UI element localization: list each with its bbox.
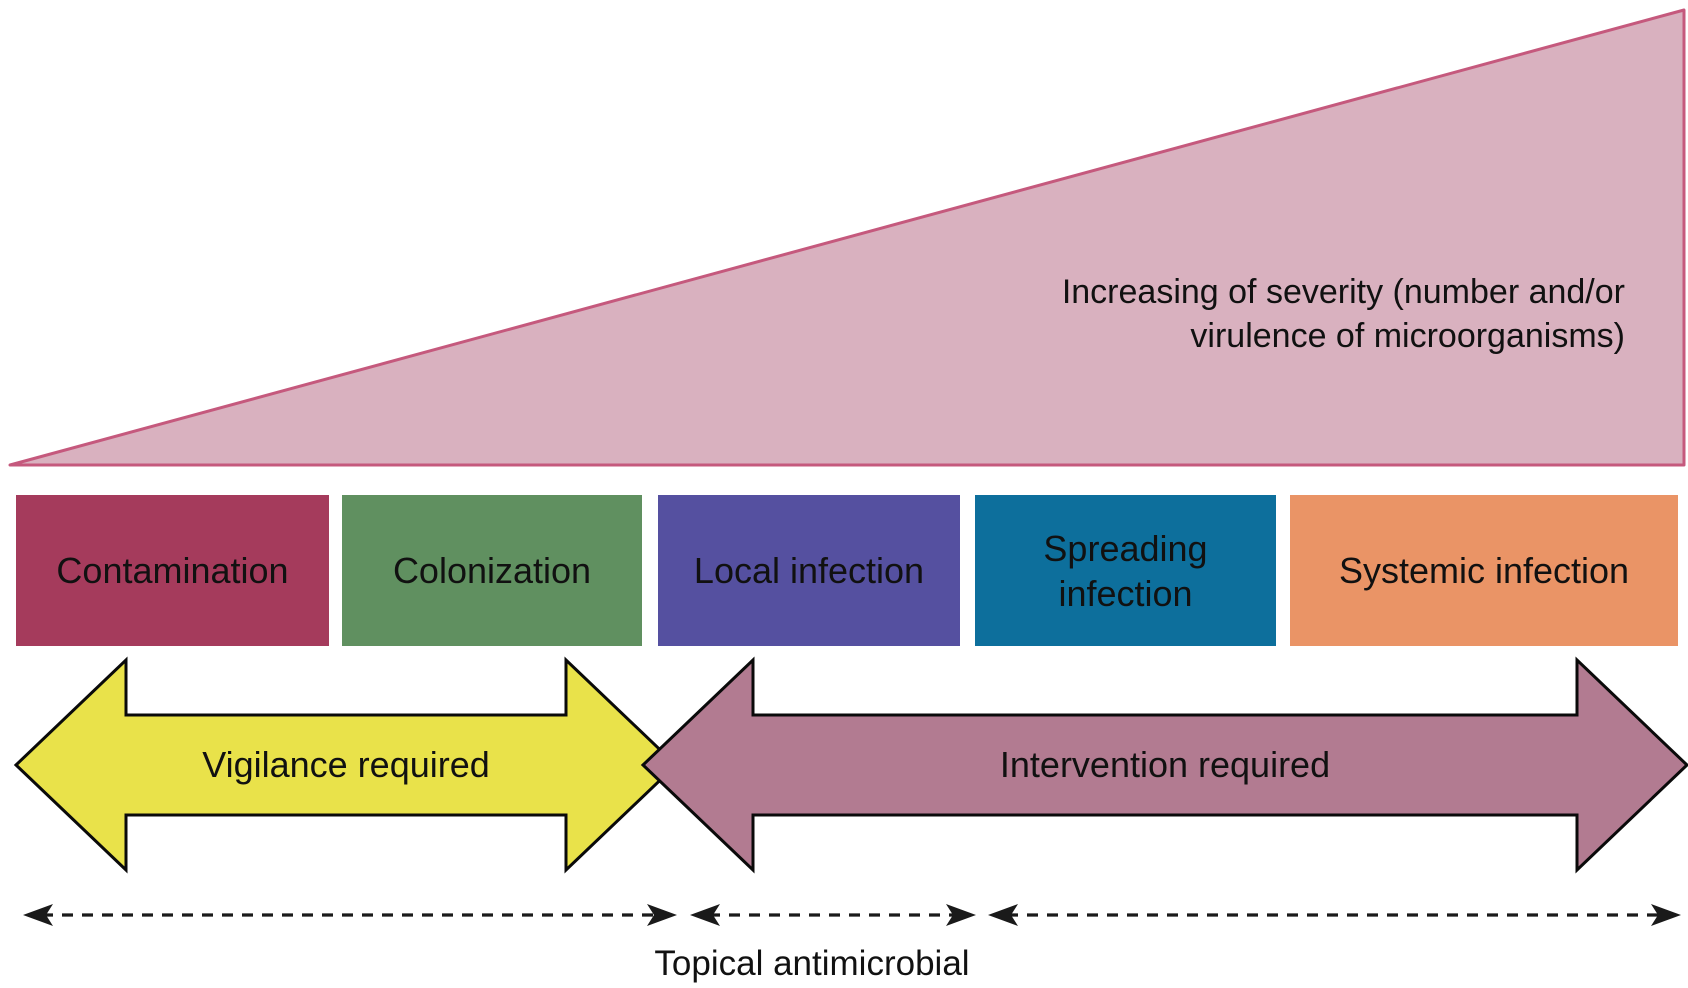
- stage-label: Systemic infection: [1338, 550, 1630, 591]
- stage-box-spreading-infection: Spreading infection: [975, 495, 1276, 646]
- stage-label: Colonization: [392, 550, 592, 591]
- stage-box-contamination: Contamination: [16, 495, 329, 646]
- dashed-arrow-segment-1: [23, 904, 677, 926]
- intervention-arrow-label: Intervention required: [753, 743, 1577, 787]
- topical-antimicrobial-text: Topical antimicrobial: [654, 944, 970, 983]
- stage-box-systemic-infection: Systemic infection: [1290, 495, 1678, 646]
- severity-caption-line1: Increasing of severity (number and/or: [1061, 273, 1625, 311]
- vigilance-arrow-text: Vigilance required: [202, 744, 490, 785]
- dashed-arrow-segment-2: [690, 904, 976, 926]
- severity-caption: Increasing of severity (number and/or vi…: [925, 270, 1625, 358]
- stage-label: Local infection: [693, 550, 925, 591]
- severity-caption-line2: virulence of microorganisms): [1190, 317, 1625, 355]
- vigilance-arrow-label: Vigilance required: [126, 743, 566, 787]
- stage-label: Contamination: [56, 550, 289, 591]
- stage-label: Spreading infection: [1043, 527, 1208, 614]
- topical-antimicrobial-label: Topical antimicrobial: [612, 944, 1012, 984]
- intervention-arrow-text: Intervention required: [999, 744, 1331, 785]
- stage-box-local-infection: Local infection: [658, 495, 960, 646]
- severity-triangle: [8, 8, 1686, 467]
- intervention-arrow: [640, 656, 1688, 874]
- dashed-arrow-segment-3: [988, 904, 1681, 926]
- stage-box-colonization: Colonization: [342, 495, 642, 646]
